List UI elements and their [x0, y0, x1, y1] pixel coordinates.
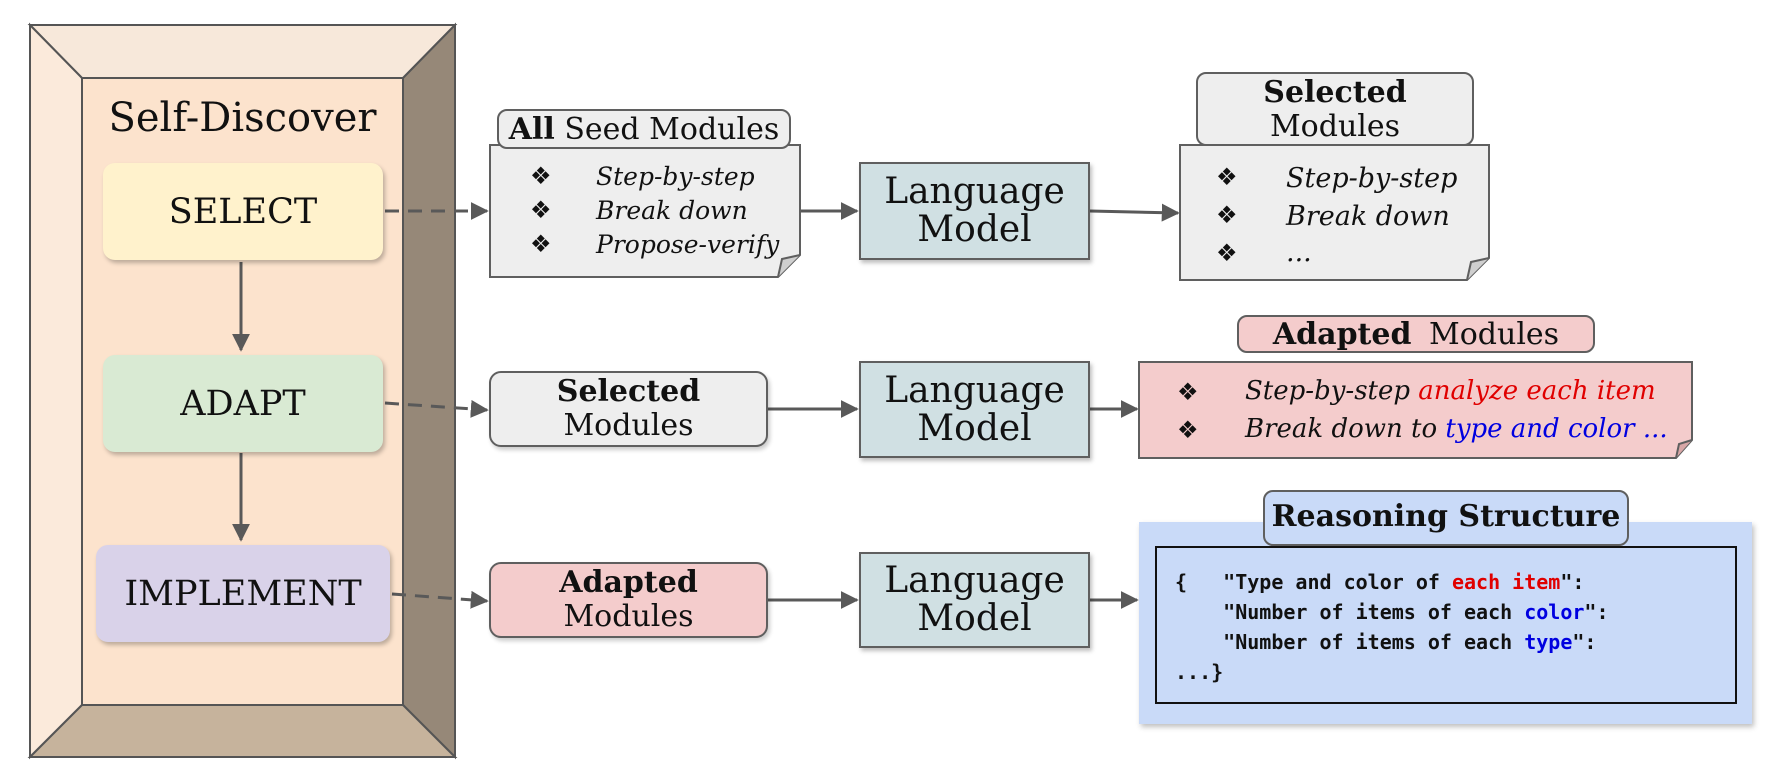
- bullet-icon: ❖: [530, 162, 552, 190]
- code-text: ":: [1572, 630, 1597, 654]
- bullet-icon: ❖: [1177, 416, 1199, 444]
- lm-line1: Language: [884, 369, 1065, 411]
- selected-modules-rest: Modules: [1269, 109, 1401, 144]
- seed-module-item: Propose-verify: [596, 230, 780, 259]
- code-text: ":: [1584, 600, 1609, 624]
- lm-line2: Model: [917, 598, 1032, 639]
- adapted-modules-bold: Adapted: [1272, 317, 1412, 352]
- reasoning-structure-label: Reasoning Structure: [1263, 490, 1629, 546]
- selected-module-item: Step-by-step: [1286, 163, 1458, 194]
- code-text: "Number of items of each: [1175, 630, 1525, 654]
- selected-modules-input: Selected Modules: [489, 371, 768, 447]
- dashed-implement-to-adapted: [391, 590, 489, 609]
- language-model-box: Language Model: [859, 361, 1090, 458]
- adapted-modules-input-bold: Adapted: [559, 565, 698, 600]
- implement-step: IMPLEMENT: [96, 545, 390, 642]
- selected-modules-label: Selected Modules: [1196, 72, 1474, 146]
- adapted-modules-rest: Modules: [1429, 317, 1560, 352]
- selected-modules-bold: Selected: [1263, 75, 1407, 110]
- seed-module-item: Break down: [596, 196, 748, 225]
- lm-line1: Language: [884, 171, 1065, 212]
- code-text: ":: [1560, 570, 1585, 594]
- code-line: "Number of items of each type":: [1175, 630, 1596, 654]
- code-highlight: type: [1524, 630, 1573, 654]
- adapted-module-item: Step-by-step analyze each item: [1245, 376, 1656, 406]
- adapted-modules-input: Adapted Modules: [489, 562, 768, 638]
- selected-module-item: Break down: [1286, 201, 1450, 232]
- selected-module-item: ...: [1286, 237, 1312, 268]
- adapted-modules-list: ❖ Step-by-step analyze each item ❖ Break…: [1139, 362, 1692, 458]
- code-text: { "Type and color of: [1175, 570, 1452, 594]
- seed-module-item: Step-by-step: [596, 162, 755, 191]
- adapted-module-item: Break down to type and color ...: [1245, 414, 1668, 444]
- bullet-icon: ❖: [1216, 163, 1238, 191]
- language-model-box: Language Model: [859, 162, 1090, 260]
- self-discover-title: Self-Discover: [108, 95, 377, 141]
- code-text: ...}: [1175, 660, 1224, 684]
- selected-modules-input-bold: Selected: [556, 374, 701, 409]
- all-seed-modules-label: All Seed Modules: [497, 109, 791, 149]
- code-line: { "Type and color of each item":: [1175, 570, 1584, 594]
- adapted-item-highlight: type and color ...: [1445, 414, 1668, 444]
- all-seed-modules-bold: All: [508, 112, 555, 147]
- selected-modules-list: ❖ Step-by-step ❖ Break down ❖ ...: [1180, 145, 1489, 280]
- arrow-lm1-to-selected: [1089, 203, 1180, 222]
- all-seed-modules-rest: Seed Modules: [564, 112, 780, 147]
- bullet-icon: ❖: [530, 230, 552, 258]
- bullet-icon: ❖: [1177, 378, 1199, 406]
- select-step: SELECT: [103, 163, 383, 260]
- reasoning-structure-title: Reasoning Structure: [1271, 499, 1621, 534]
- code-text: "Number of items of each: [1175, 600, 1525, 624]
- language-model-box: Language Model: [859, 552, 1090, 648]
- seed-modules-list: ❖ Step-by-step ❖ Break down ❖ Propose-ve…: [490, 145, 800, 277]
- dashed-adapt-to-selected: [384, 399, 489, 418]
- adapted-item-plain: Break down to: [1245, 414, 1446, 444]
- bullet-icon: ❖: [1216, 201, 1238, 229]
- code-line: "Number of items of each color":: [1175, 600, 1609, 624]
- lm-line2: Model: [917, 209, 1032, 250]
- lm-line2: Model: [917, 407, 1032, 449]
- adapted-item-plain: Step-by-step: [1245, 376, 1419, 406]
- bullet-icon: ❖: [1216, 239, 1238, 267]
- bullet-icon: ❖: [530, 196, 552, 224]
- code-highlight: color: [1524, 600, 1585, 624]
- selected-modules-input-rest: Modules: [563, 408, 694, 443]
- adapt-step: ADAPT: [103, 355, 383, 452]
- adapted-modules-input-rest: Modules: [563, 599, 694, 634]
- code-line: ...}: [1175, 660, 1223, 684]
- reasoning-structure-code: { "Type and color of each item": "Number…: [1155, 546, 1737, 704]
- lm-line1: Language: [884, 560, 1065, 601]
- adapted-item-highlight: analyze each item: [1418, 376, 1656, 406]
- code-highlight: each item: [1451, 570, 1561, 594]
- adapted-modules-label: Adapted Modules: [1237, 315, 1595, 353]
